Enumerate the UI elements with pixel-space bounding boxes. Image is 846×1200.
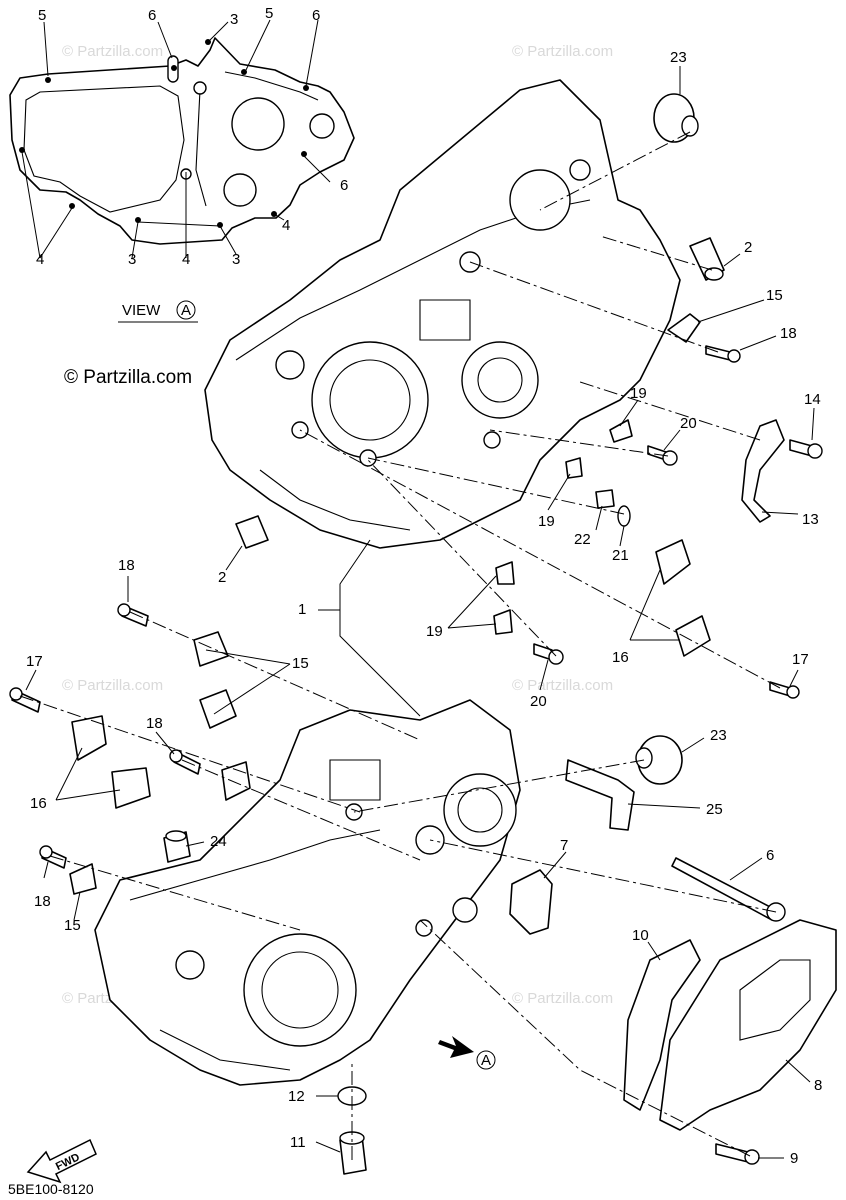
callout-16: 16 [30,795,47,812]
callout-3: 3 [232,251,240,268]
callout-4: 4 [182,251,190,268]
view-a-callouts: 5 6 3 5 6 6 4 4 3 4 3 [36,5,348,268]
callout-3: 3 [230,11,238,28]
callout-23: 23 [670,49,687,66]
crankcase-right-half [204,79,681,549]
arrow-marker: A [481,1052,491,1069]
callout-leaders [25,66,815,1159]
callout-18: 18 [118,557,135,574]
callout-15: 15 [766,287,783,304]
view-marker-circle [176,300,196,320]
callout-18: 18 [780,325,797,342]
assembly-lines [19,131,781,1160]
callout-2: 2 [744,239,752,256]
callout-8: 8 [814,1077,822,1094]
callout-21: 21 [612,547,629,564]
callout-15: 15 [292,655,309,672]
callout-24: 24 [210,833,227,850]
callout-6: 6 [766,847,774,864]
small-parts [9,93,837,1175]
callout-17: 17 [26,653,43,670]
view-a-gasket [9,19,355,259]
watermark: © Partzilla.com [62,677,163,694]
callout-10: 10 [632,927,649,944]
callout-17: 17 [792,651,809,668]
fwd-arrow: FWD [26,1138,97,1184]
callout-1: 1 [298,601,306,618]
callout-6: 6 [340,177,348,194]
callout-12: 12 [288,1088,305,1105]
callout-13: 13 [802,511,819,528]
crankcase-left-half [94,699,521,1086]
callout-5: 5 [38,7,46,24]
callout-3: 3 [128,251,136,268]
callout-7: 7 [560,837,568,854]
callout-20: 20 [680,415,697,432]
callout-18: 18 [146,715,163,732]
callout-6: 6 [148,7,156,24]
callout-19: 19 [630,385,647,402]
callout-5: 5 [265,5,273,22]
fwd-label: FWD [54,1151,82,1173]
callout-4: 4 [282,217,290,234]
callout-15: 15 [64,917,81,934]
callout-9: 9 [790,1150,798,1167]
callout-20: 20 [530,693,547,710]
callout-22: 22 [574,531,591,548]
callout-18: 18 [34,893,51,910]
view-label: VIEW [122,302,161,319]
view-direction-arrow: A [438,1036,496,1070]
callout-4: 4 [36,251,44,268]
watermark: © Partzilla.com [512,990,613,1007]
callout-25: 25 [706,801,723,818]
watermark: © Partzilla.com [512,677,613,694]
callout-14: 14 [804,391,821,408]
view-marker: A [181,302,191,319]
callout-19: 19 [426,623,443,640]
watermark: © Partzilla.com [62,43,163,60]
callout-2: 2 [218,569,226,586]
callout-11: 11 [290,1134,306,1151]
callout-19: 19 [538,513,555,530]
copyright-text: © Partzilla.com [64,367,192,388]
callout-23: 23 [710,727,727,744]
callout-16: 16 [612,649,629,666]
diagram-code: 5BE100-8120 [8,1181,94,1197]
view-a-title: VIEW A [118,300,198,323]
callouts: 23 2 15 18 14 19 20 19 13 22 21 2 1 19 1… [26,49,822,1167]
watermark: © Partzilla.com [512,43,613,60]
callout-6: 6 [312,7,320,24]
